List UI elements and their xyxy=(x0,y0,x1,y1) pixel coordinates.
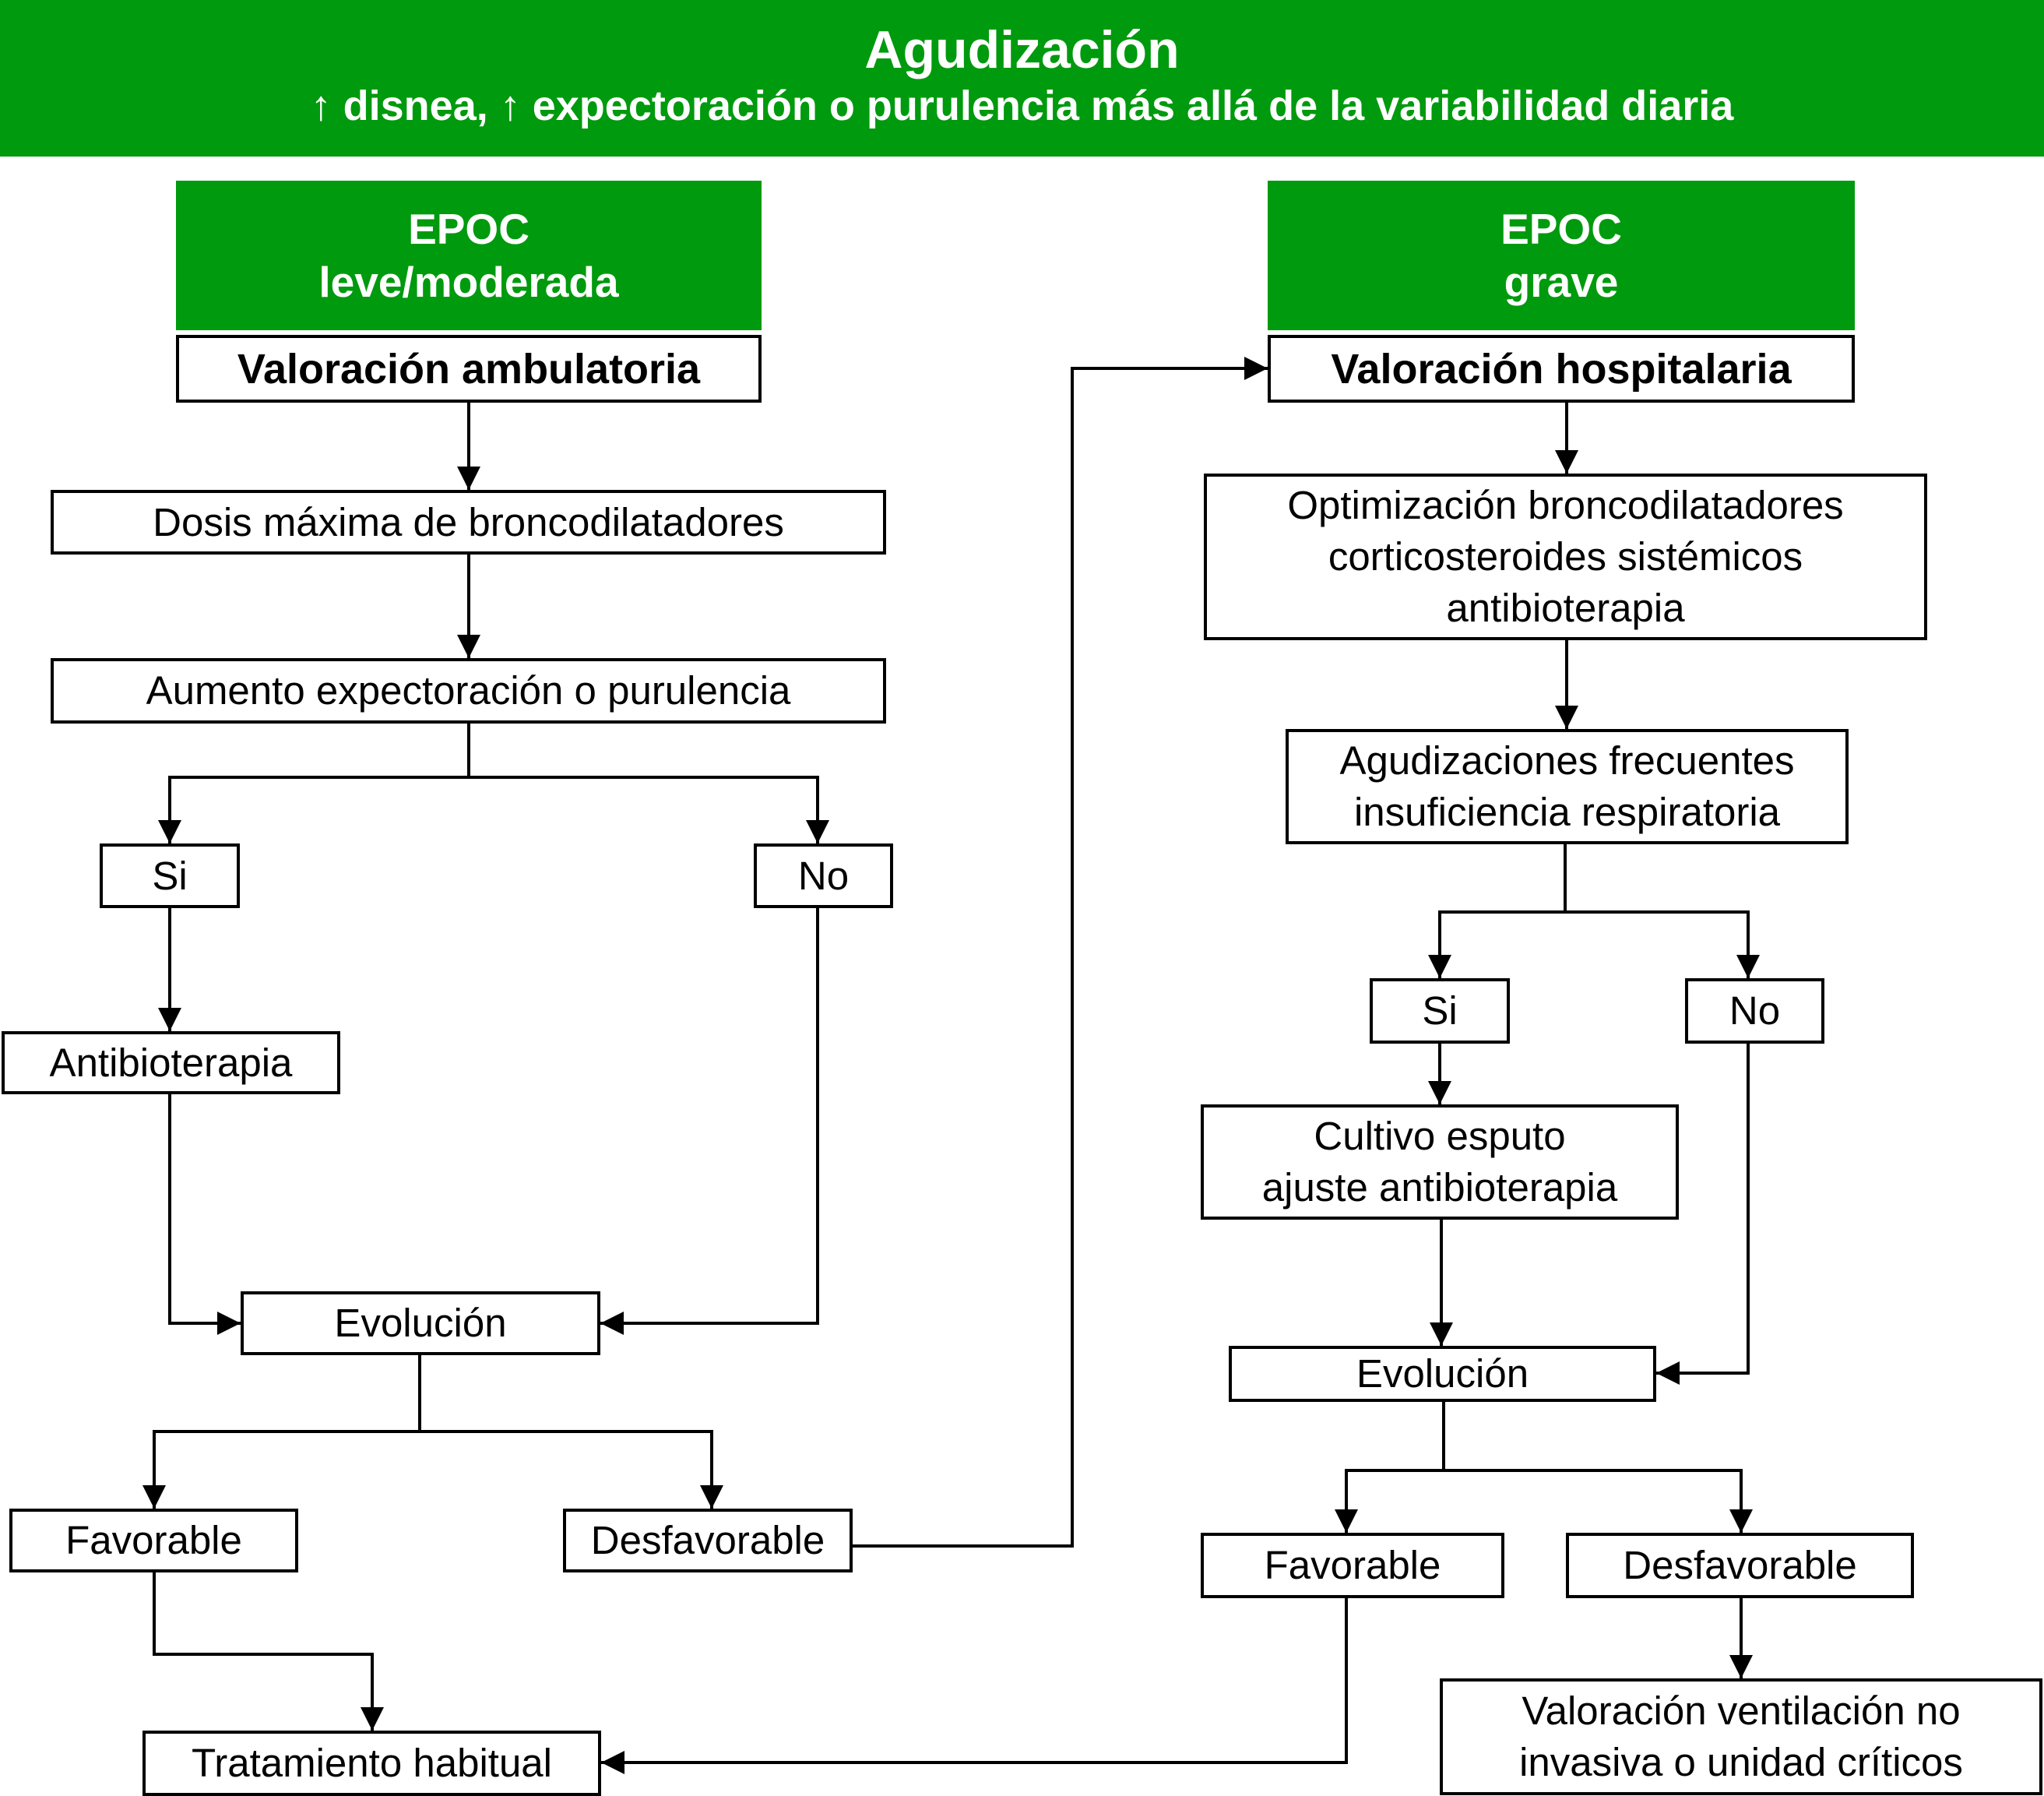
edge-evolution-to-favorable-right xyxy=(1335,1469,1444,1533)
edge-question-to-no-right xyxy=(1565,910,1760,978)
node-right-favorable: Favorable xyxy=(1201,1533,1504,1598)
edge-evolution-to-unfavorable-right xyxy=(1444,1469,1753,1533)
node-max-bronchodilator-label: Dosis máxima de broncodilatadores xyxy=(153,499,784,544)
node-ambulatory-assessment-label: Valoración ambulatoria xyxy=(237,345,701,393)
node-left-unfavorable: Desfavorable xyxy=(563,1509,853,1572)
node-optimization-line3: antibioterapia xyxy=(1446,586,1685,630)
node-niv-assessment-line1: Valoración ventilación no xyxy=(1522,1689,1961,1733)
diagram-subtitle: ↑ disnea, ↑ expectoración o purulencia m… xyxy=(310,83,1734,129)
edge-antibiotic-to-evolution xyxy=(168,1094,241,1335)
node-left-yes: Si xyxy=(100,843,240,908)
category-mild-moderate: EPOC leve/moderada xyxy=(176,181,762,330)
node-optimization: Optimización broncodilatadores corticost… xyxy=(1204,474,1927,640)
node-niv-assessment: Valoración ventilación no invasiva o uni… xyxy=(1440,1678,2042,1795)
node-left-no: No xyxy=(754,843,893,908)
node-optimization-line2: corticosteroides sistémicos xyxy=(1328,534,1803,579)
node-sputum-culture-line1: Cultivo esputo xyxy=(1314,1114,1566,1158)
node-left-favorable-label: Favorable xyxy=(65,1518,242,1562)
node-right-yes-label: Si xyxy=(1422,988,1458,1033)
edge-favorable-to-usual xyxy=(153,1572,384,1731)
node-right-evolution-label: Evolución xyxy=(1356,1351,1529,1396)
node-optimization-line1: Optimización broncodilatadores xyxy=(1287,483,1844,527)
node-left-unfavorable-label: Desfavorable xyxy=(590,1518,825,1562)
node-left-yes-label: Si xyxy=(152,853,188,898)
node-left-evolution: Evolución xyxy=(241,1291,600,1355)
node-niv-assessment-line2: invasiva o unidad críticos xyxy=(1519,1740,1963,1784)
node-ambulatory-assessment: Valoración ambulatoria xyxy=(176,335,762,403)
node-sputum-culture: Cultivo esputo ajuste antibioterapia xyxy=(1201,1104,1679,1220)
node-usual-treatment: Tratamiento habitual xyxy=(142,1731,601,1796)
node-right-no-label: No xyxy=(1729,988,1781,1033)
node-right-unfavorable: Desfavorable xyxy=(1566,1533,1914,1598)
edge-question-to-yes xyxy=(158,776,469,843)
node-sputum-culture-line2: ajuste antibioterapia xyxy=(1261,1165,1618,1210)
node-left-no-label: No xyxy=(797,853,850,898)
node-right-no: No xyxy=(1685,978,1824,1044)
node-left-favorable: Favorable xyxy=(9,1509,298,1572)
edge-evolution-to-unfavorable xyxy=(420,1430,723,1509)
category-severe: EPOC grave xyxy=(1268,181,1855,330)
node-left-evolution-label: Evolución xyxy=(334,1301,507,1345)
node-frequent-exacerbations-line2: insuficiencia respiratoria xyxy=(1353,790,1781,834)
category-severe-line2: grave xyxy=(1504,258,1619,306)
node-antibiotic-therapy-label: Antibioterapia xyxy=(49,1040,293,1085)
edge-favorable-to-usual-right xyxy=(601,1598,1348,1774)
node-max-bronchodilator: Dosis máxima de broncodilatadores xyxy=(51,490,886,555)
node-right-evolution: Evolución xyxy=(1229,1346,1656,1402)
node-frequent-exacerbations-line1: Agudizaciones frecuentes xyxy=(1339,738,1795,783)
node-right-yes: Si xyxy=(1370,978,1510,1044)
diagram-title: Agudización xyxy=(864,20,1180,79)
node-frequent-exacerbations: Agudizaciones frecuentes insuficiencia r… xyxy=(1286,729,1849,844)
node-hospital-assessment-label: Valoración hospitalaria xyxy=(1331,345,1792,393)
category-severe-line1: EPOC xyxy=(1500,205,1622,253)
edge-question-to-yes-right xyxy=(1428,910,1565,978)
node-right-unfavorable-label: Desfavorable xyxy=(1623,1543,1857,1587)
category-mild-moderate-line2: leve/moderada xyxy=(318,258,619,306)
header-banner: Agudización ↑ disnea, ↑ expectoración o … xyxy=(0,0,2044,157)
edge-no-to-evolution xyxy=(600,908,819,1335)
edge-question-to-no xyxy=(469,776,829,843)
edge-no-to-evolution-right xyxy=(1656,1044,1750,1385)
node-hospital-assessment: Valoración hospitalaria xyxy=(1268,335,1855,403)
edge-evolution-to-favorable xyxy=(142,1430,420,1509)
node-usual-treatment-label: Tratamiento habitual xyxy=(191,1741,553,1785)
category-mild-moderate-line1: EPOC xyxy=(408,205,529,253)
node-increased-sputum-label: Aumento expectoración o purulencia xyxy=(146,668,791,713)
node-increased-sputum: Aumento expectoración o purulencia xyxy=(51,658,886,724)
node-right-favorable-label: Favorable xyxy=(1264,1543,1441,1587)
node-antibiotic-therapy: Antibioterapia xyxy=(2,1031,340,1094)
edge-unfavorable-to-hospital xyxy=(853,357,1268,1548)
